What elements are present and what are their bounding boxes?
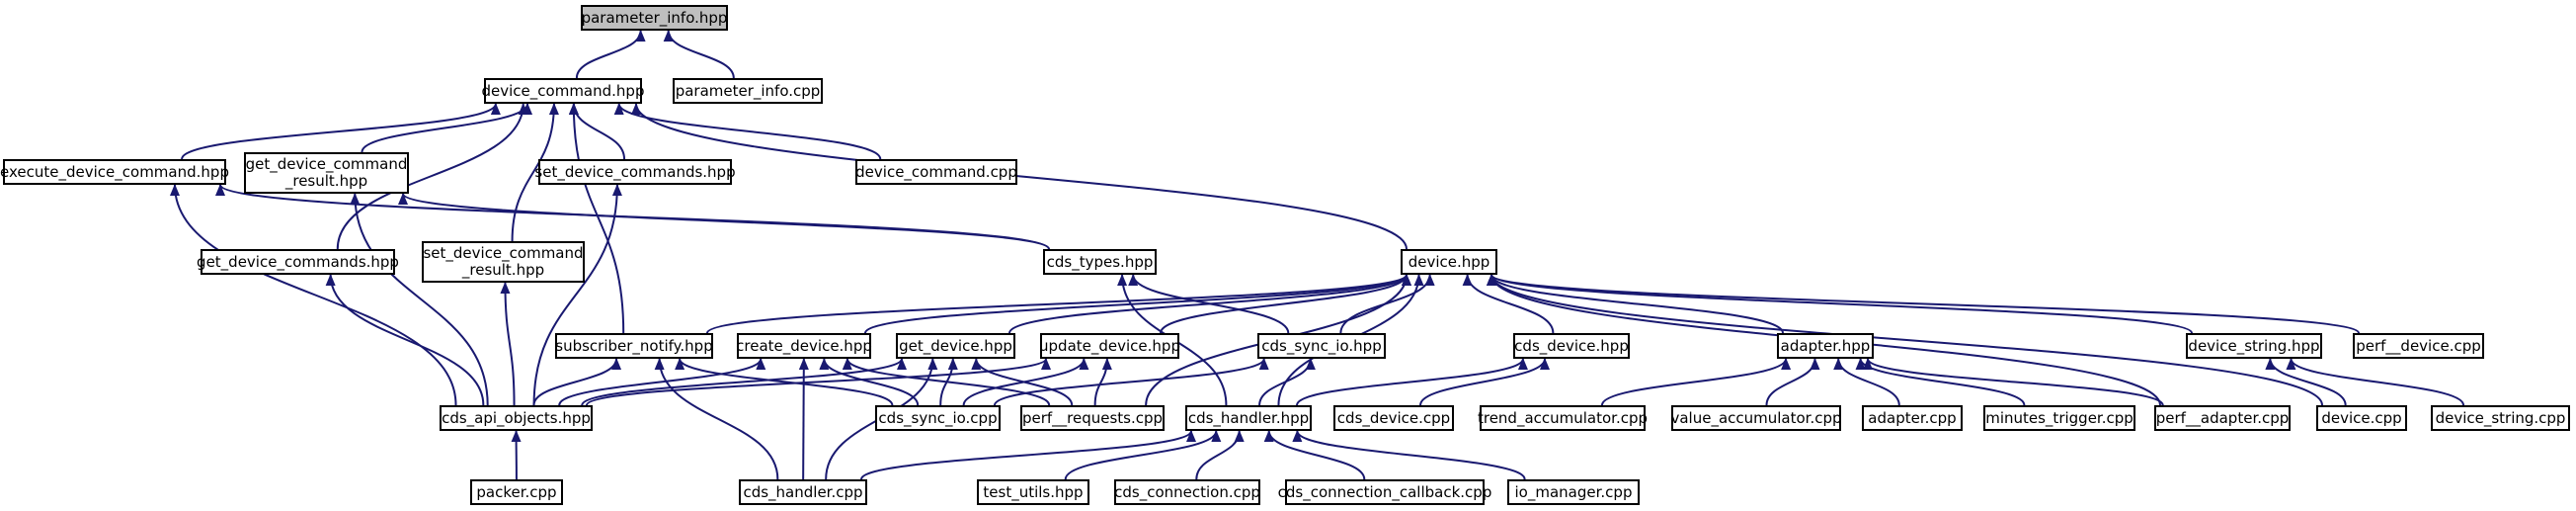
edge-cds_handler_hpp-to-cds_sync_io_hpp (1258, 358, 1316, 406)
node-value-accumulator-cpp[interactable]: value_accumulator.cpp (1670, 405, 1842, 431)
edge-create_device_hpp-to-device_hpp (864, 274, 1411, 334)
edge-test_utils_hpp-to-cds_handler_hpp (1064, 430, 1222, 480)
node-test-utils-hpp[interactable]: test_utils.hpp (977, 479, 1089, 505)
edge-device_hpp-to-device_command_hpp (631, 103, 1408, 250)
edge-perf_requests_cpp-to-update_device_hpp (1093, 358, 1112, 406)
edge-adapter_cpp-to-adapter_hpp (1833, 358, 1900, 406)
node-cds-types-hpp[interactable]: cds_types.hpp (1043, 249, 1157, 275)
edge-cds_sync_io_cpp-to-update_device_hpp (962, 358, 1089, 406)
edge-device_string_cpp-to-device_string_hpp (2286, 358, 2465, 406)
edge-cds_api_objects_hpp-to-get_device_commands_hpp (325, 274, 485, 406)
node-device-command-hpp[interactable]: device_command.hpp (482, 78, 644, 104)
node-device-hpp[interactable]: device.hpp (1401, 249, 1497, 275)
edge-cds_api_objects_hpp-to-get_device_command_result_hpp (350, 193, 489, 406)
edge-get_device_hpp-to-device_hpp (1008, 274, 1411, 334)
edge-cds_api_objects_hpp-to-create_device_hpp (558, 358, 766, 406)
edge-update_device_hpp-to-device_hpp (1160, 274, 1411, 334)
edge-set_device_command_result_hpp-to-device_command_hpp (511, 103, 559, 242)
node-get-device-command-result-hpp[interactable]: get_device_command _result.hpp (244, 152, 409, 194)
node-adapter-cpp[interactable]: adapter.cpp (1862, 405, 1963, 431)
node-update-device-hpp[interactable]: update_device.hpp (1039, 333, 1180, 359)
node-get-device-commands-hpp[interactable]: get_device_commands.hpp (197, 249, 399, 275)
edge-cds_types_hpp-to-get_device_command_result_hpp (398, 193, 1050, 250)
node-adapter-hpp[interactable]: adapter.hpp (1777, 333, 1874, 359)
edge-execute_device_command_hpp-to-device_command_hpp (181, 103, 501, 160)
edge-subscriber_notify_hpp-to-device_command_hpp (568, 103, 625, 334)
edge-value_accumulator_cpp-to-adapter_hpp (1765, 358, 1820, 406)
node-trend-accumulator-cpp[interactable]: trend_accumulator.cpp (1478, 405, 1648, 431)
edge-cds_connection_callback_cpp-to-cds_handler_hpp (1263, 430, 1366, 480)
node-cds-connection-callback-cpp[interactable]: cds_connection_callback.cpp (1278, 479, 1491, 505)
node-device-string-hpp[interactable]: device_string.hpp (2186, 333, 2322, 359)
edge-parameter_info_cpp-to-parameter_info_hpp (663, 30, 735, 79)
node-perf-requests-cpp[interactable]: perf__requests.cpp (1020, 405, 1165, 431)
edge-cds_handler_cpp-to-subscriber_notify_hpp (654, 358, 779, 480)
edge-trend_accumulator_cpp-to-adapter_hpp (1600, 358, 1792, 406)
node-cds-api-objects-hpp[interactable]: cds_api_objects.hpp (440, 405, 593, 431)
edge-cds_device_cpp-to-cds_device_hpp (1419, 358, 1550, 406)
edge-get_device_commands_hpp-to-device_command_hpp (336, 103, 528, 250)
edge-perf_adapter_cpp-to-adapter_hpp (1863, 358, 2164, 406)
edge-cds_sync_io_cpp-to-create_device_hpp (819, 358, 920, 406)
node-cds-sync-io-cpp[interactable]: cds_sync_io.cpp (875, 405, 1001, 431)
edge-device_string_hpp-to-device_hpp (1487, 274, 2193, 334)
node-parameter-info-hpp: parameter_info.hpp (581, 5, 728, 31)
node-cds-handler-hpp[interactable]: cds_handler.hpp (1185, 405, 1312, 431)
node-cds-handler-cpp[interactable]: cds_handler.cpp (739, 479, 867, 505)
edge-subscriber_notify_hpp-to-device_hpp (706, 274, 1411, 334)
node-device-string-cpp[interactable]: device_string.cpp (2431, 405, 2570, 431)
edge-cds_api_objects_hpp-to-update_device_hpp (586, 358, 1051, 406)
edge-io_manager_cpp-to-cds_handler_hpp (1292, 430, 1526, 480)
edge-device_cpp-to-device_hpp (1487, 274, 2323, 406)
edge-set_device_commands_hpp-to-device_command_hpp (568, 103, 626, 160)
edge-device_command_cpp-to-device_command_hpp (613, 103, 882, 160)
node-cds-sync-io-hpp[interactable]: cds_sync_io.hpp (1257, 333, 1386, 359)
node-get-device-hpp[interactable]: get_device.hpp (896, 333, 1015, 359)
edge-cds_api_objects_hpp-to-subscriber_notify_hpp (532, 358, 622, 406)
edge-cds_api_objects_hpp-to-execute_device_command_hpp (170, 184, 457, 406)
edge-minutes_trigger_cpp-to-adapter_hpp (1855, 358, 2026, 406)
edge-cds_sync_io_cpp-to-cds_sync_io_hpp (994, 358, 1269, 406)
edge-cds_handler_hpp-to-cds_device_hpp (1296, 358, 1528, 406)
node-create-device-hpp[interactable]: create_device.hpp (736, 333, 872, 359)
node-subscriber-notify-hpp[interactable]: subscriber_notify.hpp (555, 333, 713, 359)
edge-cds_api_objects_hpp-to-set_device_commands_hpp (532, 184, 622, 406)
node-device-command-cpp[interactable]: device_command.cpp (855, 159, 1017, 185)
node-cds-connection-cpp[interactable]: cds_connection.cpp (1114, 479, 1260, 505)
node-device-cpp[interactable]: device.cpp (2316, 405, 2407, 431)
edge-cds_sync_io_cpp-to-subscriber_notify_hpp (675, 358, 894, 406)
edge-cds_api_objects_hpp-to-set_device_command_result_hpp (500, 282, 516, 406)
node-set-device-command-result-hpp[interactable]: set_device_command _result.hpp (422, 241, 585, 283)
node-parameter-info-cpp[interactable]: parameter_info.cpp (673, 78, 823, 104)
edge-cds_sync_io_cpp-to-get_device_hpp (939, 358, 958, 406)
node-cds-device-cpp[interactable]: cds_device.cpp (1333, 405, 1454, 431)
node-set-device-commands-hpp[interactable]: set_device_commands.hpp (534, 159, 736, 185)
edge-cds_device_hpp-to-device_hpp (1462, 274, 1555, 334)
edge-cds_api_objects_hpp-to-get_device_hpp (581, 358, 907, 406)
node-execute-device-command-hpp[interactable]: execute_device_command.hpp (0, 159, 229, 185)
edge-device_cpp-to-device_string_hpp (2265, 358, 2347, 406)
edge-device_command_hpp-to-parameter_info_hpp (575, 30, 646, 79)
edge-cds_handler_cpp-to-cds_handler_hpp (860, 430, 1196, 480)
node-perf-adapter-cpp[interactable]: perf__adapter.cpp (2154, 405, 2291, 431)
edge-adapter_hpp-to-device_hpp (1487, 274, 1784, 334)
edge-perf_device_cpp-to-device_hpp (1487, 274, 2360, 334)
edge-cds_connection_cpp-to-cds_handler_hpp (1195, 430, 1245, 480)
node-io-manager-cpp[interactable]: io_manager.cpp (1507, 479, 1640, 505)
edge-perf_requests_cpp-to-create_device_hpp (842, 358, 1051, 406)
node-cds-device-hpp[interactable]: cds_device.hpp (1513, 333, 1630, 359)
node-minutes-trigger-cpp[interactable]: minutes_trigger.cpp (1983, 405, 2135, 431)
node-packer-cpp[interactable]: packer.cpp (470, 479, 563, 505)
node-perf-device-cpp[interactable]: perf__device.cpp (2353, 333, 2484, 359)
